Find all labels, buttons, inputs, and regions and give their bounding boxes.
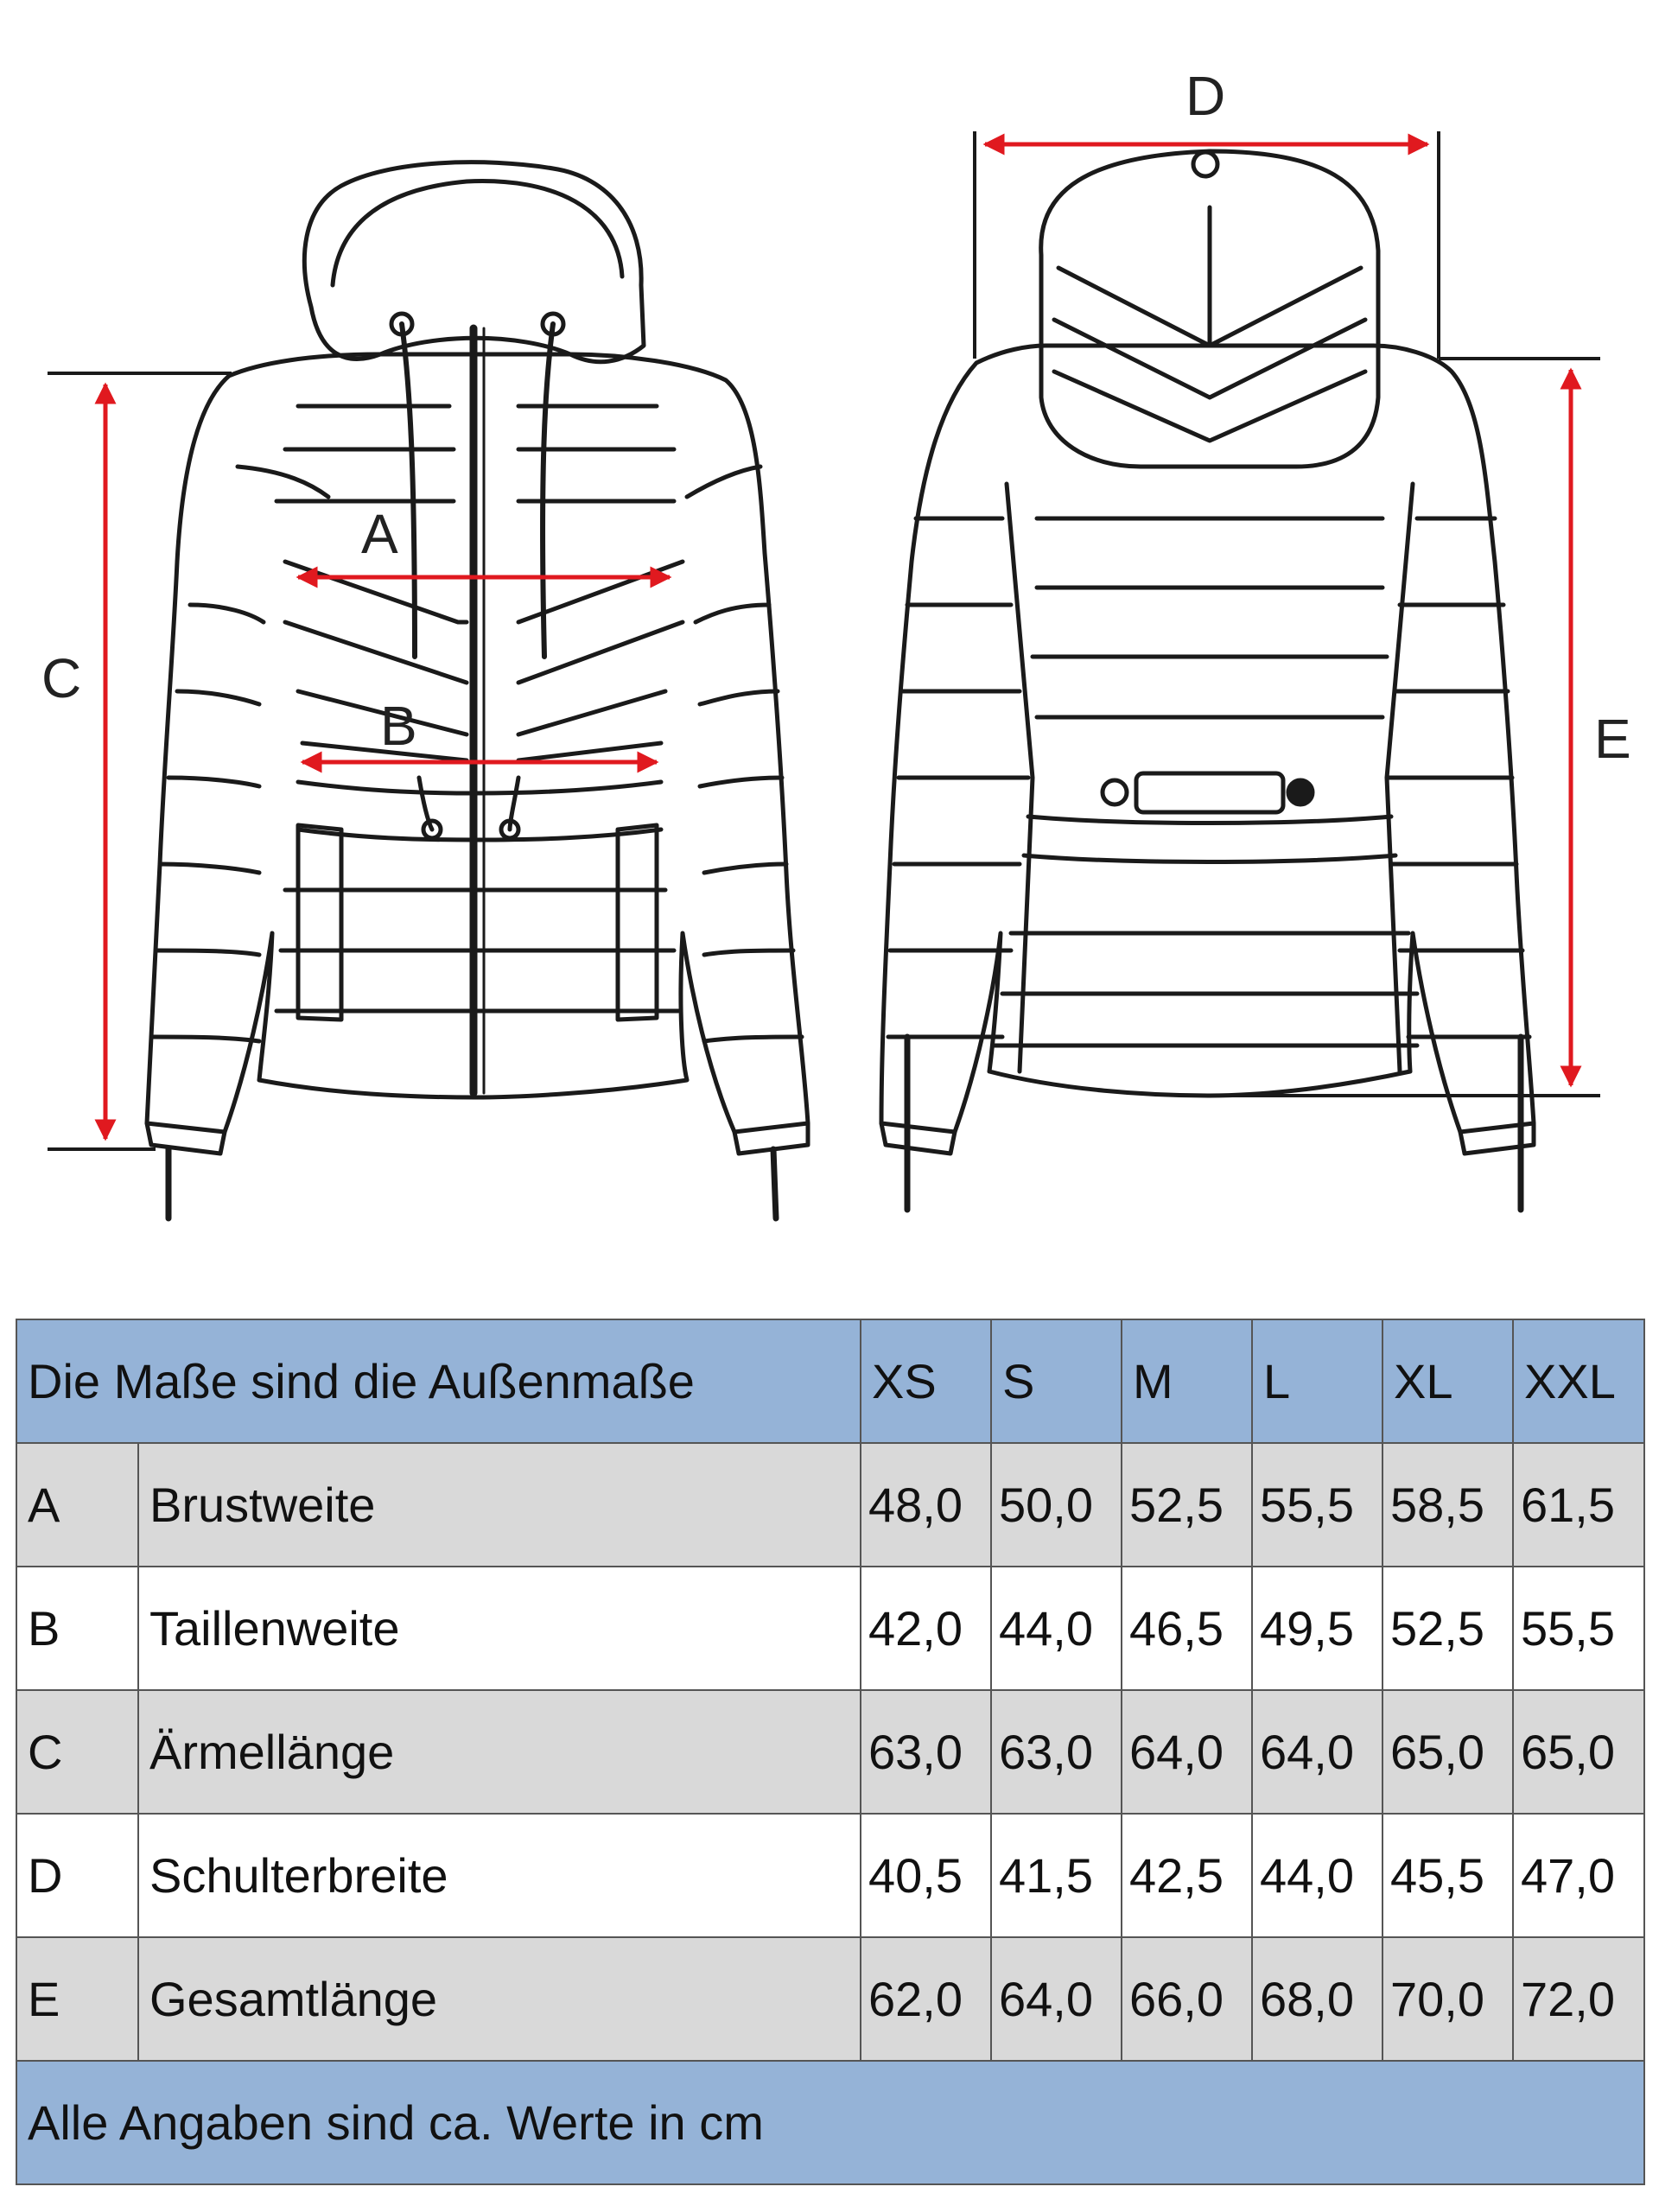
table-footer-note: Alle Angaben sind ca. Werte in cm — [15, 2060, 1646, 2185]
table-cell: 58,5 — [1382, 1442, 1515, 1567]
size-header: S — [990, 1319, 1123, 1444]
table-cell: 52,5 — [1382, 1566, 1515, 1691]
table-cell: 63,0 — [860, 1689, 993, 1815]
table-header-row: Die Maße sind die Außenmaße XS S M L XL … — [15, 1319, 1646, 1444]
table-cell: 48,0 — [860, 1442, 993, 1567]
table-cell: 42,5 — [1121, 1813, 1254, 1938]
table-cell: 55,5 — [1251, 1442, 1384, 1567]
table-cell: 44,0 — [990, 1566, 1123, 1691]
row-name: Taillenweite — [137, 1566, 862, 1691]
row-name: Ärmellänge — [137, 1689, 862, 1815]
table-cell: 41,5 — [990, 1813, 1123, 1938]
table-cell: 64,0 — [990, 1936, 1123, 2062]
table-row: B Taillenweite 42,0 44,0 46,5 49,5 52,5 … — [16, 1566, 1646, 1691]
table-cell: 42,0 — [860, 1566, 993, 1691]
row-name: Schulterbreite — [137, 1813, 862, 1938]
jacket-back-drawing — [879, 149, 1536, 1213]
label-b: B — [380, 695, 417, 757]
table-row: C Ärmellänge 63,0 63,0 64,0 64,0 65,0 65… — [16, 1689, 1646, 1815]
table-footer-row: Alle Angaben sind ca. Werte in cm — [15, 2060, 1646, 2185]
label-d: D — [1185, 65, 1225, 127]
table-cell: 68,0 — [1251, 1936, 1384, 2062]
table-cell: 49,5 — [1251, 1566, 1384, 1691]
label-c: C — [41, 647, 81, 709]
size-header: L — [1251, 1319, 1384, 1444]
table-cell: 72,0 — [1512, 1936, 1646, 2062]
table-cell: 47,0 — [1512, 1813, 1646, 1938]
label-a: A — [361, 503, 398, 565]
table-cell: 45,5 — [1382, 1813, 1515, 1938]
row-name: Brustweite — [137, 1442, 862, 1567]
table-title: Die Maße sind die Außenmaße — [15, 1319, 862, 1444]
jacket-front-drawing — [144, 160, 810, 1222]
table-cell: 55,5 — [1512, 1566, 1646, 1691]
table-cell: 50,0 — [990, 1442, 1123, 1567]
size-table: Die Maße sind die Außenmaße XS S M L XL … — [15, 1319, 1646, 2185]
jacket-measurement-illustration: A B C D E — [41, 65, 1631, 1222]
table-cell: 52,5 — [1121, 1442, 1254, 1567]
row-key: E — [16, 1936, 139, 2062]
table-cell: 64,0 — [1251, 1689, 1384, 1815]
table-cell: 40,5 — [860, 1813, 993, 1938]
table-cell: 65,0 — [1382, 1689, 1515, 1815]
table-cell: 44,0 — [1251, 1813, 1384, 1938]
table-cell: 61,5 — [1512, 1442, 1646, 1567]
measurement-guides — [48, 131, 1600, 1151]
size-header: XS — [860, 1319, 993, 1444]
table-row: A Brustweite 48,0 50,0 52,5 55,5 58,5 61… — [16, 1442, 1646, 1567]
table-cell: 63,0 — [990, 1689, 1123, 1815]
row-key: D — [16, 1813, 139, 1938]
label-e: E — [1594, 708, 1631, 770]
row-key: C — [16, 1689, 139, 1815]
table-cell: 64,0 — [1121, 1689, 1254, 1815]
size-header: XXL — [1512, 1319, 1646, 1444]
row-name: Gesamtlänge — [137, 1936, 862, 2062]
table-cell: 46,5 — [1121, 1566, 1254, 1691]
row-key: A — [16, 1442, 139, 1567]
table-row: D Schulterbreite 40,5 41,5 42,5 44,0 45,… — [16, 1813, 1646, 1938]
table-row: E Gesamtlänge 62,0 64,0 66,0 68,0 70,0 7… — [16, 1936, 1646, 2062]
table-cell: 66,0 — [1121, 1936, 1254, 2062]
size-header: XL — [1382, 1319, 1515, 1444]
table-cell: 65,0 — [1512, 1689, 1646, 1815]
table-cell: 62,0 — [860, 1936, 993, 2062]
table-cell: 70,0 — [1382, 1936, 1515, 2062]
size-header: M — [1121, 1319, 1254, 1444]
row-key: B — [16, 1566, 139, 1691]
